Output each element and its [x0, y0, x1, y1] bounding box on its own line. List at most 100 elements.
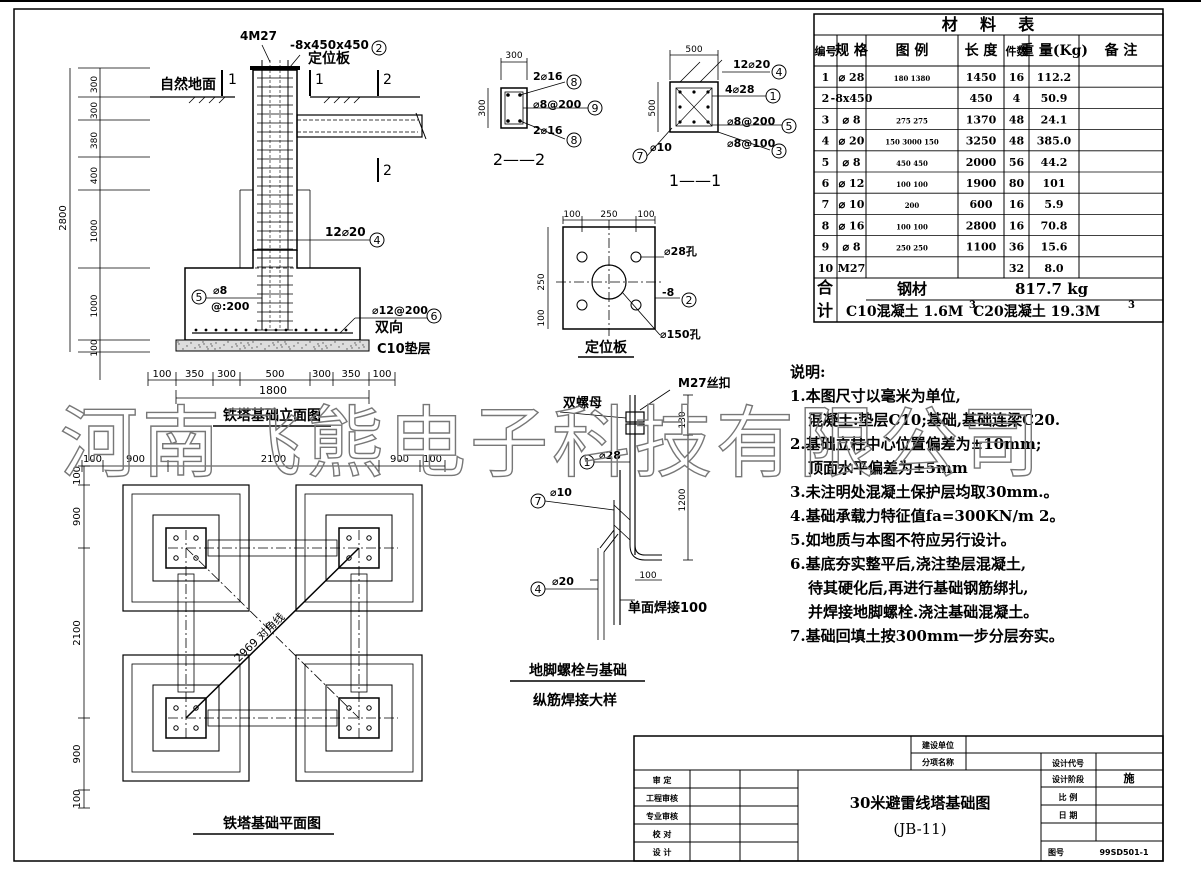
pad-label: C10垫层: [377, 341, 431, 357]
plate-detail: 100 250 100 250 100 ⌀28孔 -8 2 ⌀150孔 定位板: [537, 210, 701, 358]
elev-hdim: 500: [265, 369, 284, 380]
table-header: 图 例: [896, 42, 929, 59]
callout-2: 2: [376, 42, 383, 55]
tb-scale: 比 例: [1059, 792, 1078, 802]
bolt-r4: ⌀20: [552, 575, 574, 588]
table-cell: 32: [1009, 262, 1024, 275]
section-2-2-title: 2——2: [493, 150, 545, 169]
note-line: 6.基底夯实整平后,浇注垫层混凝土,: [790, 555, 1027, 573]
plate-vdim-1: 250: [537, 273, 547, 290]
table-cell: 50.9: [1041, 92, 1068, 105]
table-cell: 450: [970, 92, 993, 105]
bolt-nut-label: M27丝扣: [678, 375, 731, 390]
sec11-h: 500: [648, 99, 658, 116]
plan-vdim: 900: [72, 744, 83, 763]
plan-hdim: 100: [83, 454, 102, 465]
ground-label: 自然地面: [160, 76, 216, 93]
tb-build-unit: 建设单位: [921, 740, 954, 750]
total-label-a: 合: [817, 278, 834, 297]
table-title: 材 料 表: [942, 15, 1036, 34]
tb-item-name: 分项名称: [922, 757, 954, 767]
table-cell: 6: [822, 177, 830, 190]
table-cell: 70.8: [1041, 219, 1068, 232]
table-cell: 150 3000 150: [885, 138, 939, 147]
bolt-callout-1: 1: [584, 456, 591, 469]
two-way-label: 双向: [375, 319, 403, 336]
sec11-w: 500: [685, 45, 702, 55]
table-cell: 101: [1043, 177, 1066, 190]
plan-title: 铁塔基础平面图: [223, 815, 321, 832]
table-cell: 450 450: [896, 159, 928, 168]
mesh-label: ⌀12@200: [372, 304, 428, 317]
sec11-callout-3: 3: [776, 145, 783, 158]
elev-hdim: 100: [372, 369, 391, 380]
table-cell: 8.0: [1044, 262, 1063, 275]
section-mark-2-top: 2: [383, 72, 392, 88]
table-cell: 5.9: [1044, 198, 1063, 211]
note-line: 待其硬化后,再进行基础钢筋绑扎,: [808, 579, 1029, 597]
plate-hole28: ⌀28孔: [664, 245, 697, 258]
sec11-callout-1: 1: [770, 90, 777, 103]
sec11-r3: ⌀8@200: [727, 115, 776, 128]
tb-role: 工程审核: [646, 793, 678, 803]
elev-vdim: 1000: [90, 219, 100, 242]
plate-thick: -8: [662, 286, 674, 299]
tb-drawing-name: 30米避雷线塔基础图: [850, 794, 991, 812]
table-cell: 1450: [966, 71, 997, 84]
sec11-r5: ⌀10: [650, 141, 672, 154]
elev-hdim: 350: [341, 369, 360, 380]
elev-hdim: 350: [185, 369, 204, 380]
sec22-callout-9: 9: [592, 102, 599, 115]
plan-vdim: 2100: [72, 620, 83, 645]
table-cell: 1100: [966, 241, 997, 254]
sec22-callout-8b: 8: [571, 134, 578, 147]
table-cell: 100 100: [896, 180, 928, 189]
table-cell: 10: [818, 262, 834, 275]
table-cell: 2000: [966, 156, 997, 169]
section-mark-2-bottom: 2: [383, 163, 392, 179]
plate-hole150: ⌀150孔: [660, 328, 701, 341]
sec11-callout-4: 4: [776, 66, 783, 79]
elev-vdim: 1000: [90, 294, 100, 317]
table-cell: ⌀ 28: [839, 71, 865, 84]
note-line: 4.基础承载力特征值fa=300KN/m 2。: [790, 507, 1065, 525]
callout-4: 4: [374, 234, 381, 247]
steel-label: 钢材: [897, 280, 927, 298]
table-cell: 5: [822, 156, 830, 169]
note-line: 7.基础回填土按300mm一步分层夯实。: [790, 627, 1064, 645]
note-line: 1.本图尺寸以毫米为单位,: [790, 387, 961, 405]
bolt-r7: ⌀10: [550, 486, 572, 499]
table-cell: 36: [1009, 241, 1025, 254]
callout-5: 5: [196, 291, 203, 304]
table-cell: 16: [1009, 71, 1025, 84]
table-cell: 48: [1009, 135, 1025, 148]
table-cell: 7: [822, 198, 830, 211]
bolt-d130: 130: [678, 411, 688, 428]
table-header: 编号: [815, 44, 837, 58]
plan-hdim: 900: [126, 454, 145, 465]
sec22-callout-8a: 8: [571, 76, 578, 89]
sup-3a: 3: [969, 300, 976, 311]
table-cell: 9: [822, 241, 830, 254]
elevation-title: 铁塔基础立面图: [223, 407, 321, 424]
table-cell: 16: [1009, 198, 1025, 211]
plate-title: 定位板: [585, 339, 628, 356]
tb-role: 校 对: [653, 829, 672, 839]
plan-hdim: 2100: [261, 454, 286, 465]
sec22-bot: 2⌀16: [533, 124, 563, 137]
plate-dim-2: 250: [600, 210, 617, 220]
table-cell: 4: [822, 135, 830, 148]
table-cell: ⌀ 8: [842, 113, 860, 126]
sec11-callout-5: 5: [786, 120, 793, 133]
bolt-r1: ⌀28: [599, 449, 621, 462]
table-cell: -8x450: [831, 92, 873, 105]
title-block: 建设单位 分项名称 设计代号 设计阶段 施 比 例 日 期 图号 99SD501…: [633, 735, 1164, 862]
table-cell: 56: [1009, 156, 1025, 169]
note-line: 2.基础立柱中心位置偏差为±10mm;: [790, 435, 1042, 453]
bolt-double-nut: 双螺母: [563, 395, 602, 411]
table-cell: 15.6: [1041, 241, 1068, 254]
table-header: 件数: [1006, 44, 1029, 58]
table-cell: 3: [822, 113, 830, 126]
